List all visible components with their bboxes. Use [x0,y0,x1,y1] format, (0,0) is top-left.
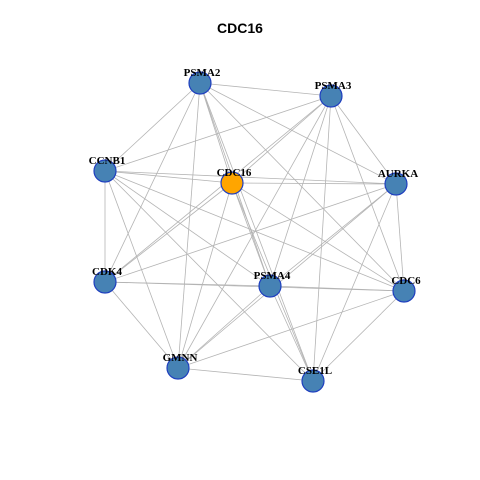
node-layer [93,71,416,393]
node-label-ccnb1: CCNB1 [89,155,126,167]
edge-psma3-cse1l [312,95,332,382]
edge-ccnb1-cdc6 [104,170,405,292]
edge-psma4-gmnn [177,285,271,369]
edge-ccnb1-cse1l [104,170,314,382]
edge-psma3-cdc16 [231,95,332,184]
node-label-cse1l: CSE1L [298,365,332,377]
edge-ccnb1-psma4 [104,170,271,287]
edge-cdc16-aurka [231,182,397,185]
edge-psma3-ccnb1 [104,95,332,172]
node-psma4[interactable] [258,274,282,298]
node-psma2[interactable] [188,71,212,95]
edge-psma2-cdc16 [199,82,233,184]
edge-ccnb1-cdc16 [104,170,233,184]
node-label-psma2: PSMA2 [184,67,221,79]
node-label-cdk4: CDK4 [92,266,122,278]
node-cdk4[interactable] [93,270,117,294]
edge-psma3-cdk4 [104,95,332,283]
node-label-psma3: PSMA3 [315,80,352,92]
edge-cdc16-gmnn [177,182,233,369]
edge-psma3-psma4 [269,95,332,287]
edge-aurka-gmnn [177,183,397,369]
edge-aurka-cdc6 [395,183,405,292]
edge-cdc6-cse1l [312,290,405,382]
edge-gmnn-cse1l [177,367,314,382]
edge-psma2-cdk4 [104,82,201,283]
node-label-aurka: AURKA [378,168,418,180]
edge-ccnb1-aurka [104,170,397,185]
node-psma3[interactable] [319,84,343,108]
node-gmnn[interactable] [166,356,190,380]
node-label-cdc6: CDC6 [391,275,421,287]
node-cdc6[interactable] [392,279,416,303]
edge-psma2-gmnn [177,82,201,369]
edge-psma4-cdc6 [269,285,405,292]
node-cse1l[interactable] [301,369,325,393]
edge-psma2-aurka [199,82,397,185]
edge-aurka-cdk4 [104,183,397,283]
node-cdc16[interactable] [220,171,244,195]
graph-title: CDC16 [217,20,263,36]
node-label-psma4: PSMA4 [254,270,291,282]
node-label-cdc16: CDC16 [217,167,252,179]
edge-psma3-aurka [330,95,397,185]
edge-psma2-ccnb1 [104,82,201,172]
edge-psma2-psma3 [199,82,332,97]
edge-cdk4-gmnn [104,281,179,369]
edge-psma4-cse1l [269,285,314,382]
edge-aurka-psma4 [269,183,397,287]
edge-layer [104,82,405,382]
edge-cdc16-psma4 [231,182,271,287]
edge-cdc16-cdc6 [231,182,405,292]
node-aurka[interactable] [384,172,408,196]
edge-aurka-cse1l [312,183,397,382]
node-ccnb1[interactable] [93,159,117,183]
node-label-gmnn: GMNN [163,352,198,364]
edge-cdc6-gmnn [177,290,405,369]
edge-cdc16-cdk4 [104,182,233,283]
